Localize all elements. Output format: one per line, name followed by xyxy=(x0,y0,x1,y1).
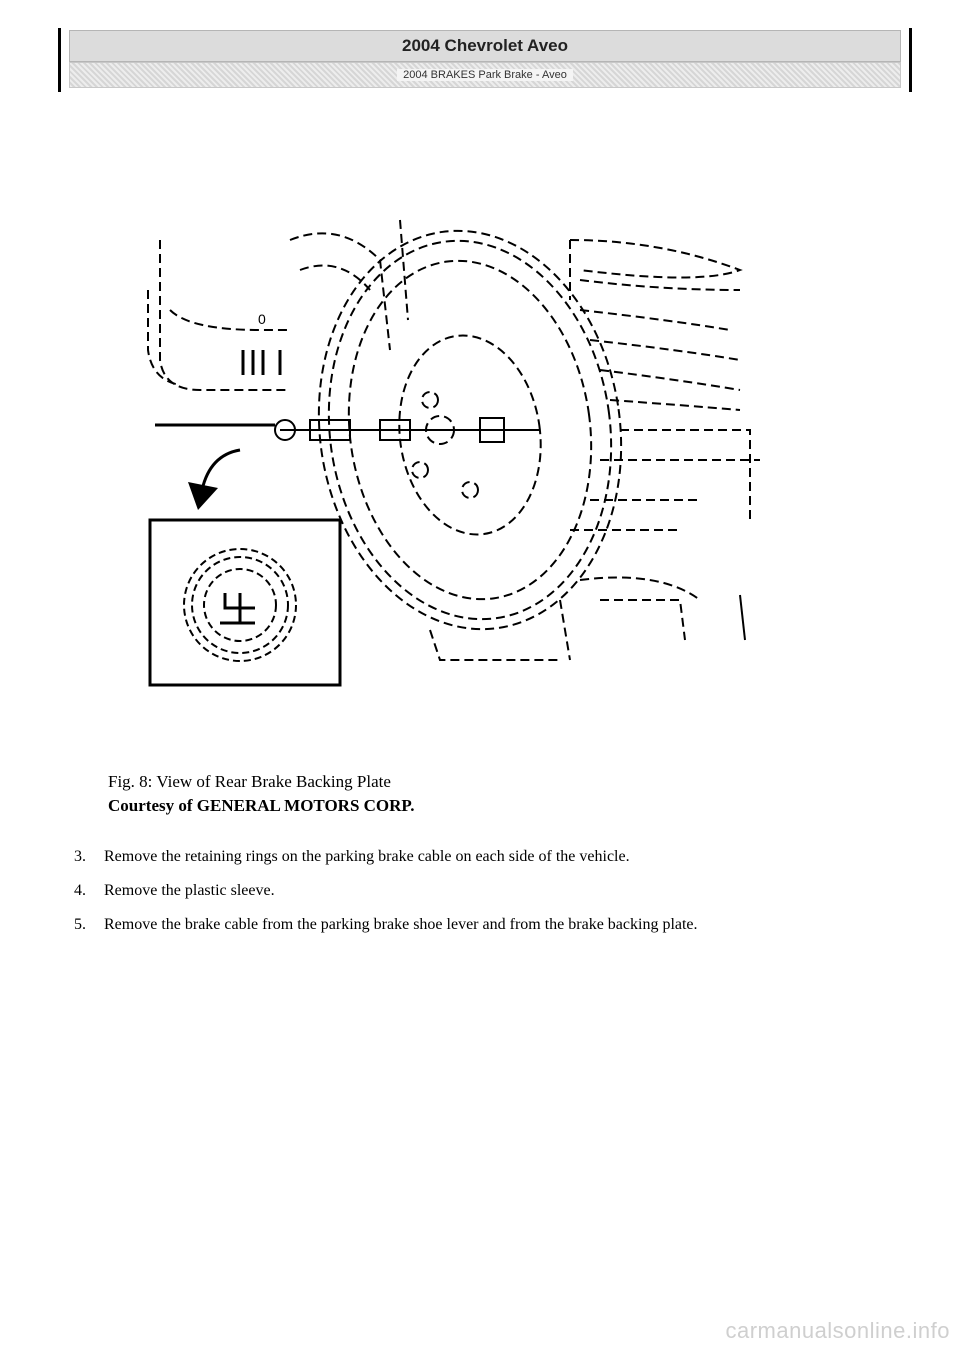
step-text: Remove the retaining rings on the parkin… xyxy=(104,848,630,865)
figure-caption-credit: Courtesy of GENERAL MOTORS CORP. xyxy=(108,796,415,815)
step-number: 4. xyxy=(74,882,86,899)
document-title: 2004 Chevrolet Aveo xyxy=(69,30,901,62)
watermark: carmanualsonline.info xyxy=(725,1318,950,1343)
step-number: 5. xyxy=(74,916,86,933)
procedure-steps: 3. Remove the retaining rings on the par… xyxy=(74,846,904,948)
procedure-step: 3. Remove the retaining rings on the par… xyxy=(74,846,904,868)
procedure-step: 4. Remove the plastic sleeve. xyxy=(74,880,904,902)
document-subtitle-text: 2004 BRAKES Park Brake - Aveo xyxy=(397,69,573,81)
step-number: 3. xyxy=(74,848,86,865)
brake-illustration: 0 xyxy=(147,219,760,687)
figure-caption-title: Fig. 8: View of Rear Brake Backing Plate xyxy=(108,772,391,791)
figure-caption: Fig. 8: View of Rear Brake Backing Plate… xyxy=(108,770,415,818)
step-text: Remove the plastic sleeve. xyxy=(104,882,275,899)
page-header: 2004 Chevrolet Aveo 2004 BRAKES Park Bra… xyxy=(58,28,912,92)
svg-text:0: 0 xyxy=(258,311,266,327)
document-subtitle: 2004 BRAKES Park Brake - Aveo xyxy=(69,62,901,88)
step-text: Remove the brake cable from the parking … xyxy=(104,916,698,933)
brake-backing-plate-figure: 0 xyxy=(140,200,760,700)
procedure-step: 5. Remove the brake cable from the parki… xyxy=(74,914,904,936)
